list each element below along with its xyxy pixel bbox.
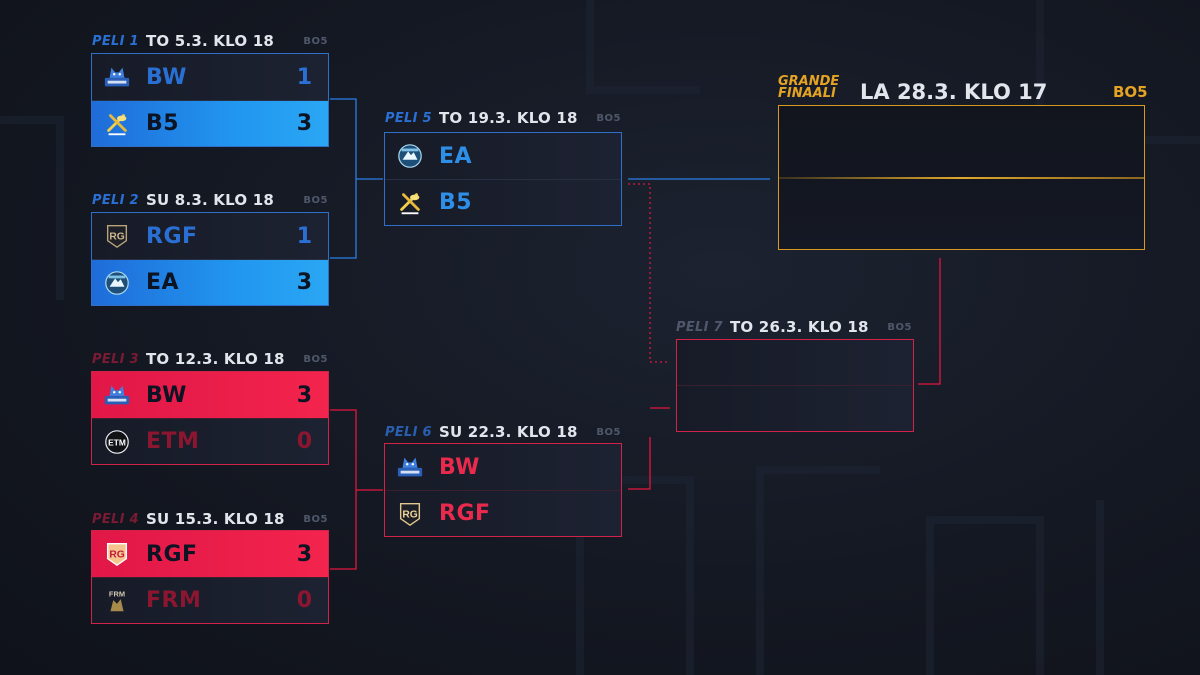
best-of-label: BO5: [303, 513, 328, 525]
connector-peli3-peli6: [330, 409, 357, 570]
match-number: PELI 1: [92, 33, 139, 49]
match-date: SU 22.3. KLO 18: [439, 423, 578, 441]
team-name: ETM: [146, 429, 200, 454]
team-row[interactable]: BW 1: [92, 54, 328, 100]
rgf-icon: RG: [102, 221, 132, 251]
match-date: TO 26.3. KLO 18: [730, 318, 869, 336]
match-7-box[interactable]: [676, 339, 914, 432]
match-number: PELI 3: [92, 351, 139, 367]
team-name: RGF: [146, 541, 198, 567]
team-row[interactable]: B5: [385, 179, 621, 225]
team-row[interactable]: RG RGF 3: [92, 531, 328, 577]
rgf-icon: RG: [102, 539, 132, 569]
team-row[interactable]: FRM FRM 0: [92, 577, 328, 623]
match-number: PELI 5: [385, 110, 432, 126]
team-score: 1: [296, 223, 312, 249]
best-of-label: BO5: [303, 194, 328, 206]
match-1-box[interactable]: BW 1 B5 3: [91, 53, 329, 147]
team-score: 3: [296, 382, 312, 408]
match-3-box[interactable]: BW 3 ETM ETM 0: [91, 371, 329, 465]
best-of-label: BO5: [303, 35, 328, 47]
team-row[interactable]: RG RGF: [385, 490, 621, 536]
team-row[interactable]: BW 3: [92, 372, 328, 418]
grand-final-label-line1: GRANDE: [778, 74, 840, 89]
match-date: SU 15.3. KLO 18: [146, 510, 285, 528]
match-date: TO 5.3. KLO 18: [146, 32, 274, 50]
match-number: PELI 4: [92, 511, 139, 527]
team-name: B5: [146, 111, 180, 136]
svg-text:RG: RG: [402, 509, 417, 520]
connector-peli7-final: [918, 258, 941, 385]
best-of-label: BO5: [596, 426, 621, 438]
team-name: B5: [439, 190, 473, 215]
frm-icon: FRM: [102, 586, 132, 616]
etm-icon: ETM: [102, 427, 132, 457]
svg-text:RG: RG: [109, 550, 124, 561]
team-name: FRM: [146, 588, 202, 613]
team-row[interactable]: EA 3: [92, 259, 328, 305]
best-of-label: BO5: [887, 321, 912, 333]
match-2-box[interactable]: RG RGF 1 EA 3: [91, 212, 329, 306]
blue-wolf-icon: [102, 380, 132, 410]
grand-final-date: LA 28.3. KLO 17: [860, 80, 1048, 104]
grand-final-label-line2: FINAALI: [778, 86, 836, 101]
connector-peli1-peli5: [330, 98, 357, 259]
match-3-header: PELI 3 TO 12.3. KLO 18 BO5: [92, 348, 328, 370]
team-name: EA: [439, 143, 473, 169]
avalanche-icon: [395, 141, 425, 171]
match-4-box[interactable]: RG RGF 3 FRM FRM 0: [91, 530, 329, 624]
team-name: BW: [146, 64, 187, 90]
team-score: 0: [296, 588, 312, 613]
match-7-header: PELI 7 TO 26.3. KLO 18 BO5: [676, 316, 912, 338]
team-name: BW: [439, 454, 480, 480]
match-5-box[interactable]: EA B5: [384, 132, 622, 226]
rgf-icon: RG: [395, 499, 425, 529]
match-6-header: PELI 6 SU 22.3. KLO 18 BO5: [385, 421, 621, 443]
team-row[interactable]: EA: [385, 133, 621, 179]
blue-wolf-icon: [395, 452, 425, 482]
team-name: EA: [146, 270, 180, 295]
match-number: PELI 7: [676, 319, 723, 335]
team-score: 0: [296, 429, 312, 454]
grand-final-label: GRANDE FINAALI: [778, 74, 840, 101]
match-date: SU 8.3. KLO 18: [146, 191, 274, 209]
svg-text:RG: RG: [109, 232, 124, 243]
bastu5-icon: [395, 188, 425, 218]
team-score: 3: [296, 541, 312, 567]
team-row[interactable]: B5 3: [92, 100, 328, 146]
connector-peli5-loser-peli7: [628, 183, 670, 363]
team-row[interactable]: ETM ETM 0: [92, 418, 328, 464]
team-row[interactable]: RG RGF 1: [92, 213, 328, 259]
team-row[interactable]: [677, 385, 913, 431]
match-2-header: PELI 2 SU 8.3. KLO 18 BO5: [92, 189, 328, 211]
match-5-header: PELI 5 TO 19.3. KLO 18 BO5: [385, 107, 621, 129]
best-of-label: BO5: [303, 353, 328, 365]
team-row[interactable]: BW: [385, 444, 621, 490]
avalanche-icon: [102, 268, 132, 298]
grand-final-divider: [779, 177, 1144, 179]
svg-text:FRM: FRM: [109, 589, 125, 598]
bastu5-icon: [102, 109, 132, 139]
match-date: TO 12.3. KLO 18: [146, 350, 285, 368]
match-4-header: PELI 4 SU 15.3. KLO 18 BO5: [92, 508, 328, 530]
connector-peli6-peli7: [628, 437, 651, 490]
match-number: PELI 2: [92, 192, 139, 208]
grand-final-best-of: BO5: [1113, 83, 1148, 101]
match-date: TO 19.3. KLO 18: [439, 109, 578, 127]
team-name: RGF: [439, 501, 491, 526]
blue-wolf-icon: [102, 62, 132, 92]
best-of-label: BO5: [596, 112, 621, 124]
match-6-box[interactable]: BW RG RGF: [384, 443, 622, 537]
svg-text:ETM: ETM: [108, 437, 126, 447]
team-name: BW: [146, 382, 187, 408]
match-1-header: PELI 1 TO 5.3. KLO 18 BO5: [92, 30, 328, 52]
team-score: 3: [296, 270, 312, 295]
team-score: 3: [296, 111, 312, 136]
grand-final-box[interactable]: [778, 105, 1145, 250]
match-number: PELI 6: [385, 424, 432, 440]
team-score: 1: [296, 64, 312, 90]
team-row[interactable]: [677, 340, 913, 385]
team-name: RGF: [146, 223, 198, 249]
